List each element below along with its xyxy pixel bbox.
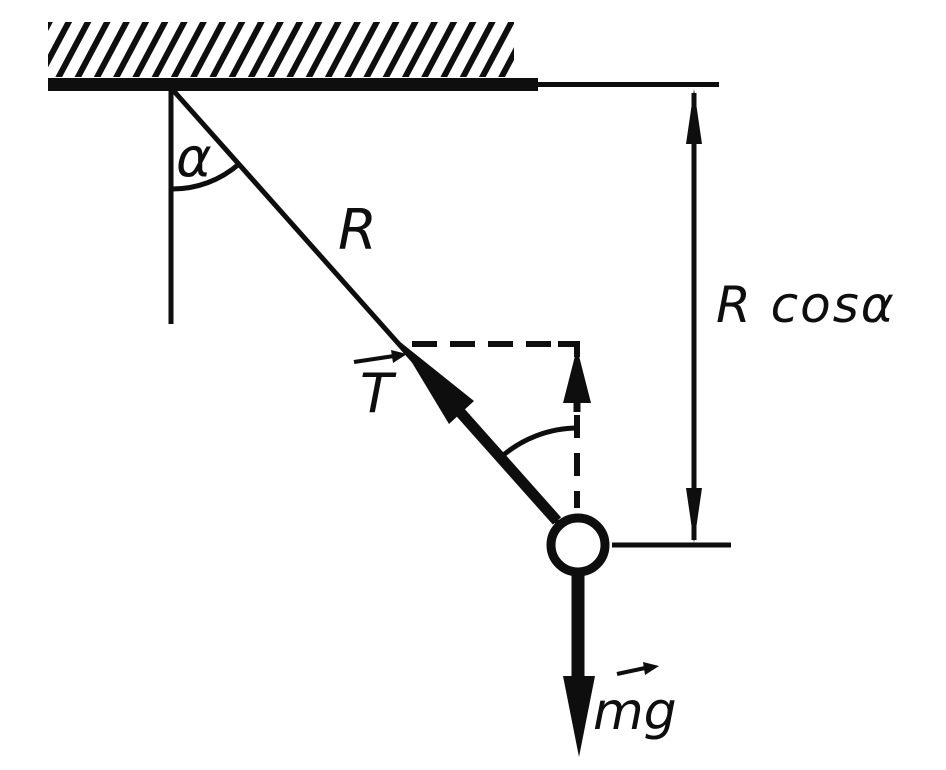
tension-vector-mark	[353, 354, 395, 364]
ceiling-bar	[48, 78, 538, 91]
projection-construction	[412, 341, 580, 508]
alpha-angle-arc	[171, 162, 241, 192]
tension-vector-mark-head	[391, 350, 407, 363]
weight-vector-mark	[616, 666, 646, 676]
vertical-component-arrowhead	[563, 348, 591, 403]
dimension-arrowhead-down	[686, 488, 702, 543]
weight-arrow	[563, 575, 595, 757]
tension-arrow	[399, 341, 562, 525]
radius-label: R	[338, 198, 377, 263]
weight-arrowhead	[563, 676, 595, 757]
tension-label: T	[360, 362, 397, 425]
alpha-label: α	[176, 126, 212, 189]
ceiling-hatching	[48, 22, 514, 77]
weight-vector-mark-head	[643, 662, 659, 675]
weight-label-group: mg	[593, 662, 677, 742]
pendulum-bob	[546, 513, 610, 577]
depth-dimension-arrow	[686, 89, 702, 543]
bob-angle-arc	[498, 425, 579, 460]
dimension-arrowhead-up	[686, 89, 702, 144]
ceiling	[48, 22, 719, 91]
tension-arrowhead	[399, 341, 474, 424]
weight-label: mg	[593, 682, 677, 742]
tension-label-group: T	[353, 350, 407, 425]
tension-shaft	[447, 399, 562, 525]
dashed-corner	[558, 341, 580, 357]
depth-label: R cosα	[716, 276, 896, 334]
vertical-component-arrow	[563, 348, 591, 412]
